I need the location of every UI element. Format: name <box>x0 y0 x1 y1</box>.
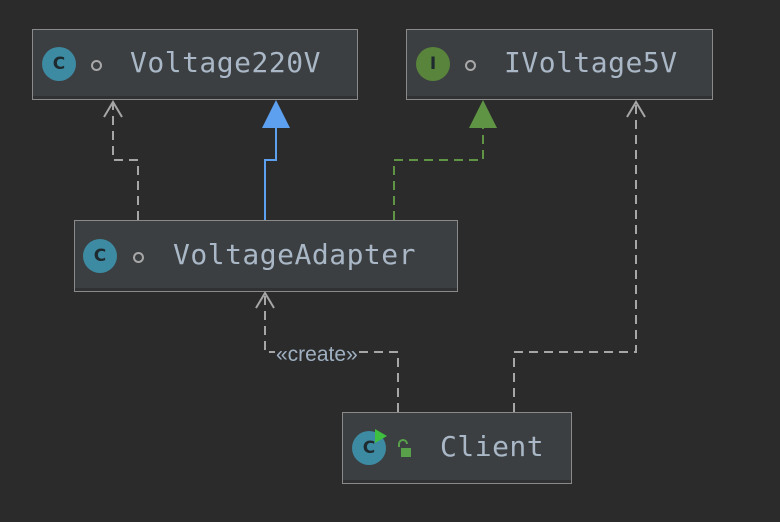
interface-name-label: IVoltage5V <box>504 46 678 79</box>
class-badge-icon: C <box>83 239 117 273</box>
class-name-label: Voltage220V <box>130 46 321 79</box>
run-main-icon <box>375 429 387 443</box>
implements-arrowhead <box>469 100 497 128</box>
interface-node-ivoltage5v[interactable]: I IVoltage5V <box>406 29 713 100</box>
class-badge-icon: C <box>42 47 76 81</box>
package-visibility-icon <box>465 60 476 71</box>
class-node-voltage220v[interactable]: C Voltage220V <box>32 29 358 100</box>
dependency-edge-client-to-ivoltage5v <box>513 100 646 412</box>
extends-arrowhead <box>262 100 290 128</box>
class-name-label: VoltageAdapter <box>173 238 417 271</box>
package-visibility-icon <box>91 60 102 71</box>
create-stereotype-label: «create» <box>275 343 359 367</box>
interface-badge-icon: I <box>416 47 450 81</box>
dependency-edge-adapter-to-voltage220v <box>103 100 139 220</box>
implements-edge-adapter-to-ivoltage5v <box>393 100 497 220</box>
extends-edge-adapter-to-voltage220v <box>262 100 290 220</box>
public-unlocked-icon <box>398 439 411 457</box>
package-visibility-icon <box>133 252 144 263</box>
class-node-client[interactable]: C Client <box>342 412 572 484</box>
class-name-label: Client <box>440 430 545 463</box>
class-node-voltageadapter[interactable]: C VoltageAdapter <box>74 220 458 292</box>
